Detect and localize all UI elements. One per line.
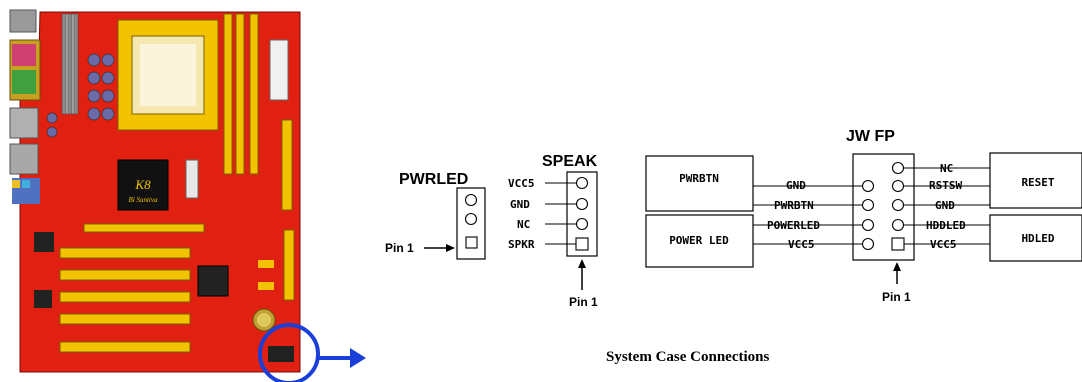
hdled-box — [989, 214, 1082, 262]
pin — [861, 218, 875, 232]
pwrled-header: PWRLED Pin 1 — [385, 171, 486, 260]
motherboard-image: K8 Bi Suntiva — [9, 9, 366, 382]
speak-header: SPEAK VCC5 GND NC SPKR Pin 1 — [508, 153, 598, 309]
jwfp-right-pin-label: NC — [940, 162, 953, 175]
diagram-caption: System Case Connections — [606, 349, 769, 365]
reset-box — [989, 152, 1082, 209]
pwrbtn-box-label: PWRBTN — [679, 172, 719, 185]
pwrbtn-box — [645, 155, 754, 212]
power-led-box-label: POWER LED — [669, 234, 729, 247]
pwrled-pin1-label: Pin 1 — [385, 241, 414, 255]
pin — [464, 193, 478, 207]
pin — [575, 176, 589, 190]
pin — [891, 161, 905, 175]
speak-pin-label: VCC5 — [508, 177, 535, 190]
reset-box-label: RESET — [1021, 176, 1054, 189]
hdled-box-label: HDLED — [1021, 232, 1054, 245]
pin — [464, 212, 478, 226]
jwfp-header: JW FP PWRBTN POWER LED GND PWRBTN POWERL… — [645, 128, 1082, 304]
jwfp-right-pin-label: GND — [935, 199, 955, 212]
pwrled-title: PWRLED — [399, 171, 468, 188]
pin — [861, 198, 875, 212]
chip-sublabel: Bi Suntiva — [129, 196, 158, 204]
jwfp-right-pin-label: VCC5 — [930, 238, 957, 251]
speak-pin-label: NC — [517, 218, 530, 231]
speak-pin-label: GND — [510, 198, 530, 211]
jwfp-right-pin-label: HDDLED — [926, 219, 966, 232]
pin — [891, 218, 905, 232]
jwfp-left-pin-label: VCC5 — [788, 238, 815, 251]
speak-pin-label: SPKR — [508, 238, 535, 251]
power-led-box — [645, 214, 754, 268]
jwfp-title: JW FP — [846, 128, 895, 145]
pin — [861, 237, 875, 251]
arrow-icon — [578, 259, 586, 268]
pin-1-square — [465, 236, 478, 249]
jwfp-pin1-label: Pin 1 — [882, 290, 911, 304]
speak-title: SPEAK — [542, 153, 598, 170]
callout-circle — [258, 323, 320, 382]
chip-label: K8 — [134, 177, 151, 192]
jwfp-left-pin-label: POWERLED — [767, 219, 820, 232]
speak-pin1-label: Pin 1 — [569, 295, 598, 309]
arrow-icon — [893, 262, 901, 271]
pin — [575, 197, 589, 211]
pin — [861, 179, 875, 193]
arrow-icon — [446, 244, 455, 252]
jwfp-left-pin-label: PWRBTN — [774, 199, 814, 212]
pin — [891, 179, 905, 193]
pin-1-square — [575, 237, 589, 251]
jwfp-left-pin-label: GND — [786, 179, 806, 192]
pin-1-square — [891, 237, 905, 251]
pin — [575, 217, 589, 231]
jwfp-right-pin-label: RSTSW — [929, 179, 962, 192]
pin — [891, 198, 905, 212]
